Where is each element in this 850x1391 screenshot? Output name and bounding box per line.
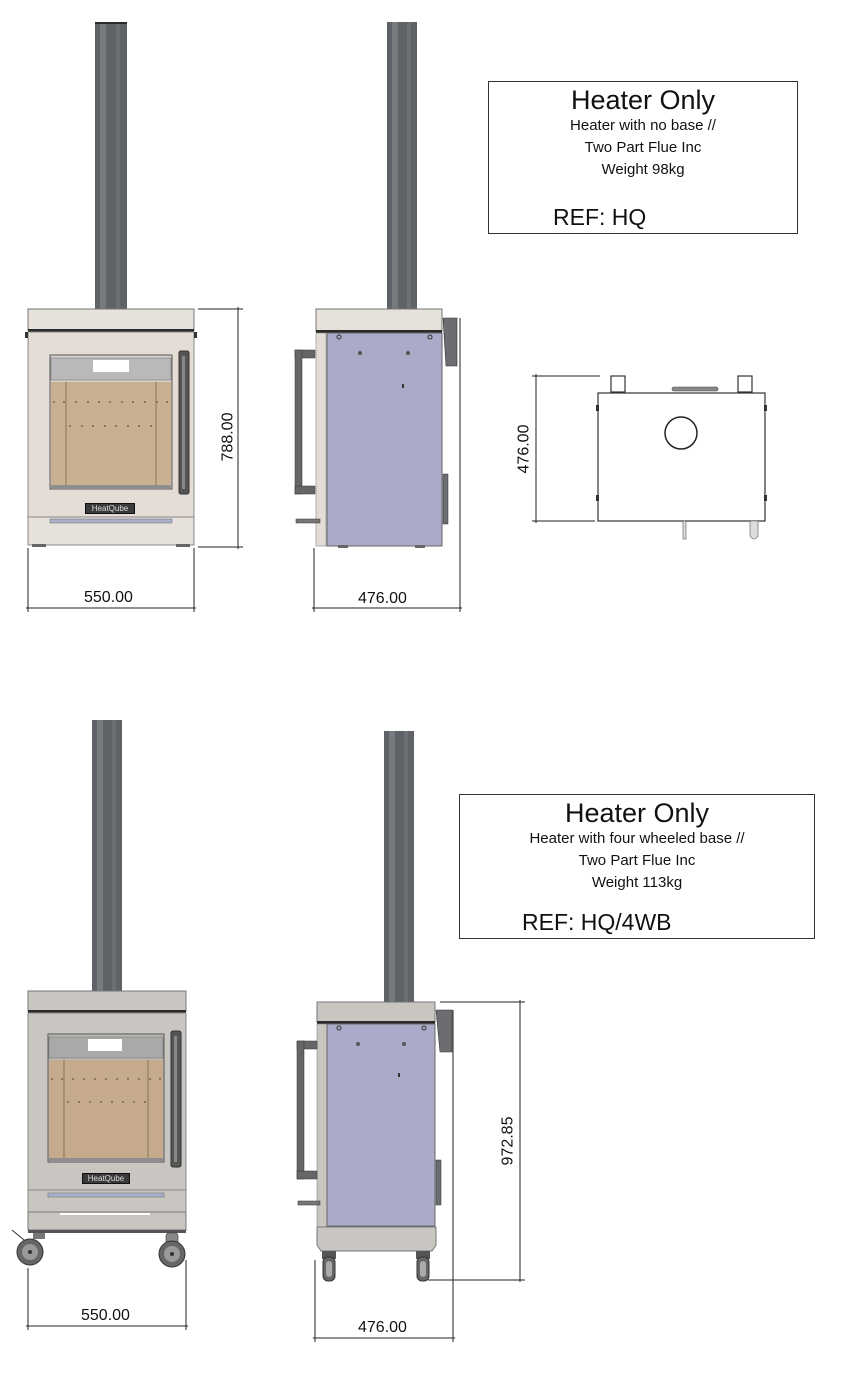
- side-view-drawing: [294, 22, 462, 612]
- dimension-top-depth: 476.00: [515, 424, 533, 474]
- info-box-no-base: Heater Only Heater with no base // Two P…: [488, 81, 798, 234]
- info-ref: REF: HQ/4WB: [522, 909, 672, 935]
- info-title: Heater Only: [564, 798, 710, 828]
- front-view-no-base: HeatQube 550.00 788.00: [0, 0, 260, 620]
- side-view-wheeled: 476.00 972.85: [0, 700, 540, 1350]
- side-view-no-base: 476.00: [0, 0, 480, 620]
- dimension-side-depth: 476.00: [358, 590, 407, 607]
- dimension-front-width: 550.00: [81, 1307, 130, 1324]
- side-view-wheeled-drawing: [296, 731, 525, 1342]
- info-weight: Weight 98kg: [601, 161, 685, 178]
- top-view-drawing: [532, 374, 767, 540]
- info-flue: Two Part Flue Inc: [578, 852, 696, 869]
- dimension-side-depth: 476.00: [358, 1319, 407, 1336]
- dimension-side-height: 972.85: [499, 1116, 517, 1166]
- info-description: Heater with no base //: [570, 117, 716, 134]
- info-description: Heater with four wheeled base //: [529, 830, 745, 847]
- info-ref: REF: HQ: [553, 204, 647, 230]
- brand-badge: HeatQube: [85, 503, 135, 514]
- info-box-four-wheeled-base: Heater Only Heater with four wheeled bas…: [459, 794, 815, 939]
- dimension-front-width: 550.00: [84, 589, 133, 606]
- front-view-drawing: [25, 22, 243, 612]
- info-title: Heater Only: [570, 85, 716, 115]
- info-flue: Two Part Flue Inc: [584, 139, 702, 156]
- brand-badge: HeatQube: [82, 1173, 130, 1184]
- front-view-wheeled: HeatQube 550.00: [0, 700, 220, 1340]
- top-view-no-base: 476.00: [500, 360, 800, 550]
- info-weight: Weight 113kg: [591, 874, 683, 891]
- front-view-wheeled-drawing: [11, 720, 188, 1330]
